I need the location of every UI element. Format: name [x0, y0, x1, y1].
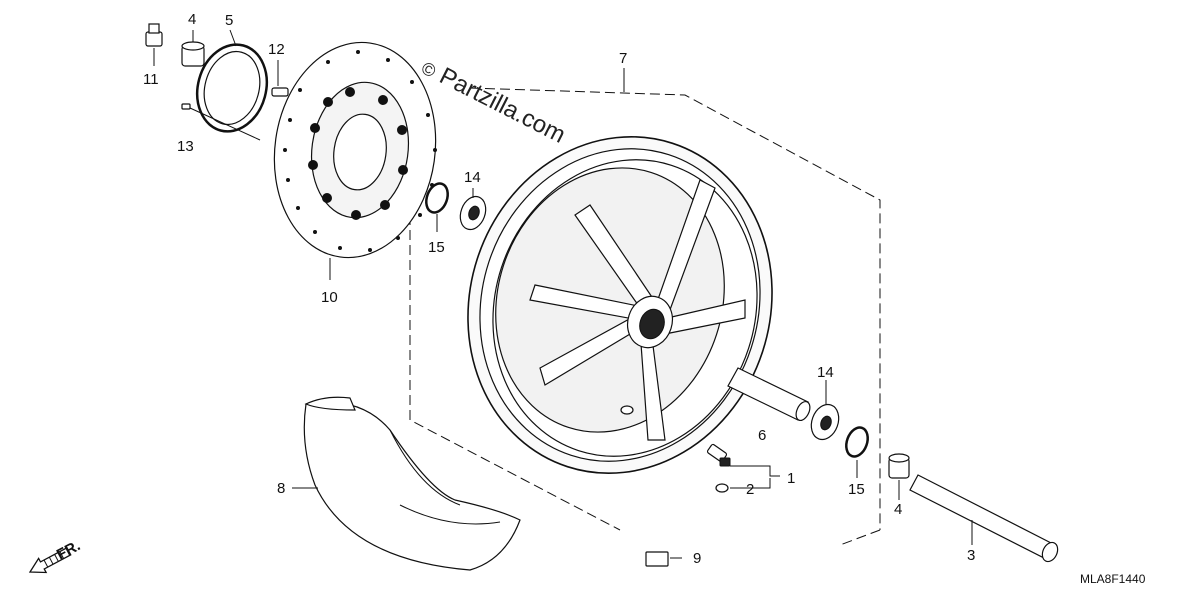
callout-6: 6 [758, 427, 766, 444]
callout-14-left: 14 [464, 169, 481, 186]
disc-vent-holes [283, 50, 437, 252]
front-direction-indicator: FR. [28, 537, 83, 574]
callout-8: 8 [277, 480, 285, 497]
disc-floating-rivets [308, 87, 408, 220]
callout-13: 13 [177, 138, 194, 155]
front-wheel[interactable] [425, 97, 815, 513]
pulser-ring[interactable] [188, 37, 276, 140]
wheel-fender[interactable] [303, 396, 521, 571]
callout-7: 7 [619, 50, 627, 67]
dust-seal-right[interactable] [842, 424, 871, 459]
side-collar-right[interactable] [888, 453, 910, 479]
bearing-right[interactable] [807, 401, 844, 444]
diagram-code: MLA8F1440 [1080, 572, 1146, 586]
callout-14-right: 14 [817, 364, 834, 381]
screw-13[interactable] [181, 103, 191, 110]
leader-lines [153, 29, 973, 559]
distance-collar[interactable] [727, 367, 813, 423]
bearing-left[interactable] [456, 193, 490, 233]
callout-12: 12 [268, 41, 285, 58]
front-wheel-axle[interactable] [909, 474, 1061, 564]
wheel-spokes [529, 179, 746, 441]
callout-15-left: 15 [428, 239, 445, 256]
partzilla-watermark: © Partzilla.com [418, 58, 570, 149]
air-valve[interactable] [706, 443, 731, 467]
o-ring[interactable] [715, 483, 729, 493]
callout-2: 2 [746, 481, 754, 498]
callout-3: 3 [967, 547, 975, 564]
screw-12[interactable] [271, 87, 289, 97]
callout-labels: 1 2 3 4 4 5 6 7 8 9 10 11 12 13 14 14 15… [143, 11, 975, 567]
side-collar-left[interactable] [181, 41, 205, 67]
front-brake-disc[interactable] [261, 32, 450, 268]
front-arrow-icon [28, 546, 72, 574]
watermark-symbol: © [418, 58, 439, 82]
callout-4-top: 4 [188, 11, 196, 28]
callout-11: 11 [143, 71, 159, 88]
dust-seal-left[interactable] [422, 180, 451, 215]
callout-9: 9 [693, 550, 701, 567]
callout-4-right: 4 [894, 501, 902, 518]
callout-1: 1 [787, 470, 795, 487]
callout-15-right: 15 [848, 481, 865, 498]
callout-10: 10 [321, 289, 338, 306]
flange-bolt[interactable] [145, 23, 163, 47]
callout-5: 5 [225, 12, 233, 29]
balance-weight[interactable] [645, 551, 669, 567]
watermark-text: Partzilla.com [435, 62, 570, 148]
